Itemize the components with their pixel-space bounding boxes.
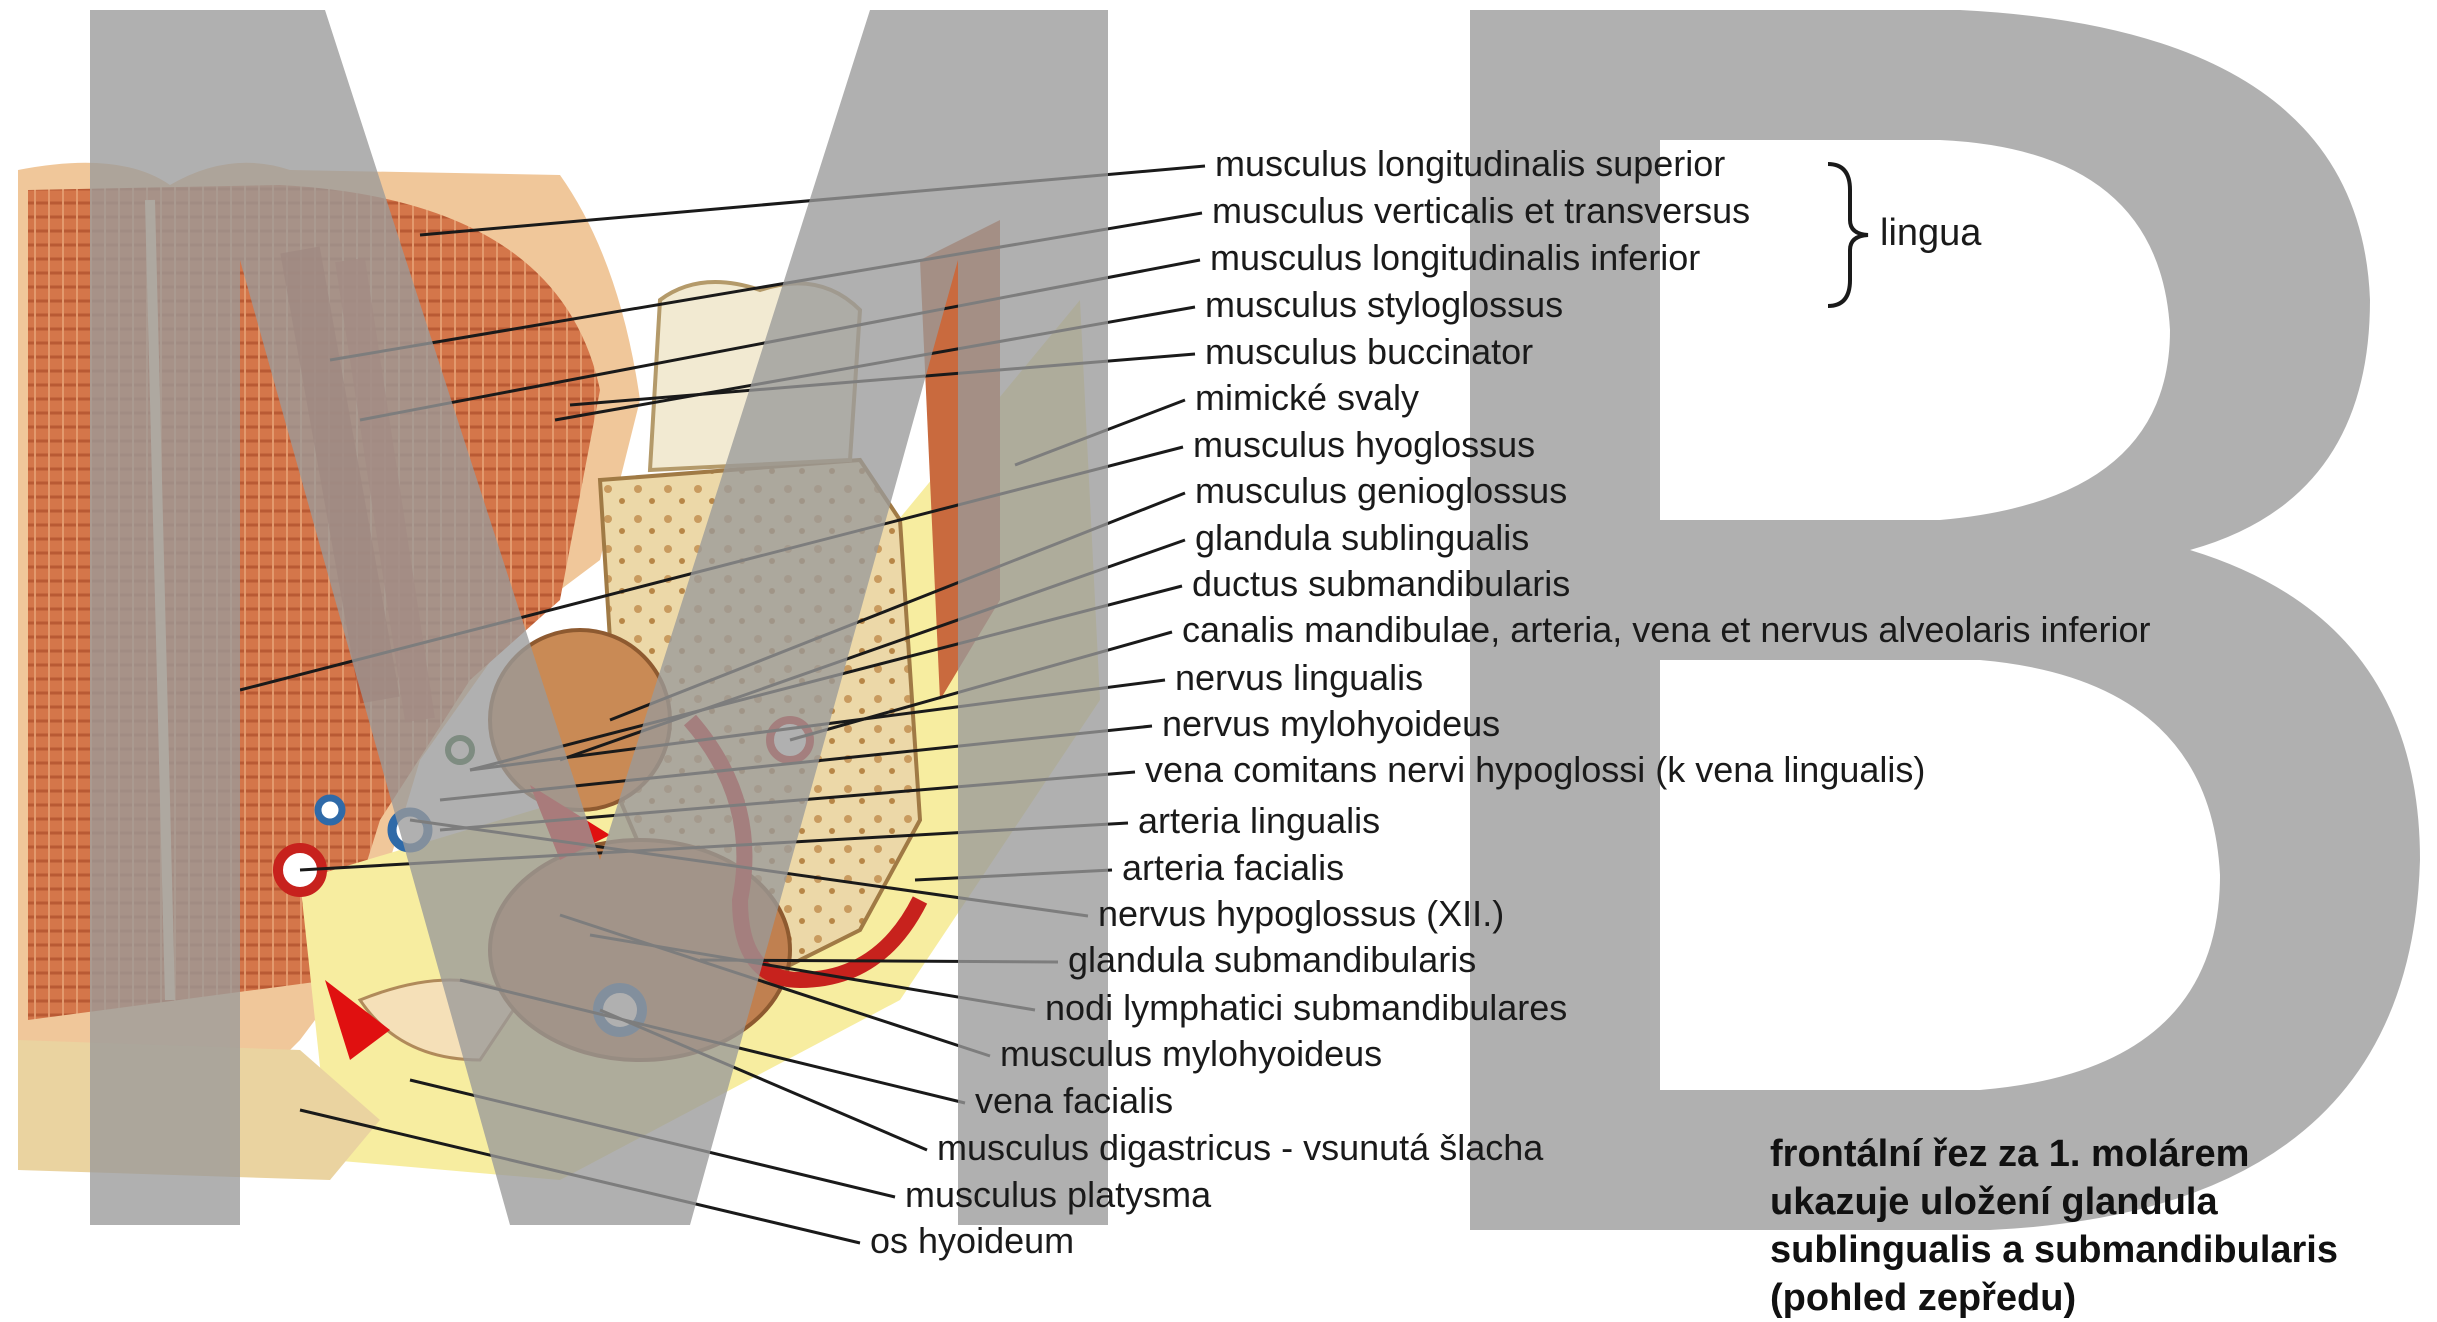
anatomy-label: musculus verticalis et transversus — [1212, 193, 1750, 229]
figure-caption: frontální řez za 1. molárem ukazuje ulož… — [1770, 1130, 2338, 1322]
anatomy-label: nodi lymphatici submandibulares — [1045, 990, 1567, 1026]
anatomy-label: vena facialis — [975, 1083, 1173, 1119]
anatomy-label: musculus longitudinalis inferior — [1210, 240, 1700, 276]
anatomy-label: musculus styloglossus — [1205, 287, 1563, 323]
anatomy-label: glandula submandibularis — [1068, 942, 1476, 978]
anatomy-label: canalis mandibulae, arteria, vena et ner… — [1182, 612, 2151, 648]
anatomy-label: mimické svaly — [1195, 380, 1419, 416]
caption-line: (pohled zepředu) — [1770, 1274, 2338, 1322]
anatomy-label: musculus buccinator — [1205, 334, 1533, 370]
anatomy-label: vena comitans nervi hypoglossi (k vena l… — [1145, 752, 1925, 788]
caption-line: frontální řez za 1. molárem — [1770, 1130, 2338, 1178]
anatomy-label: musculus genioglossus — [1195, 473, 1567, 509]
caption-line: ukazuje uložení glandula — [1770, 1178, 2338, 1226]
anatomy-label: musculus platysma — [905, 1177, 1211, 1213]
lingua-brace — [1820, 160, 1880, 310]
anatomy-label: nervus mylohyoideus — [1162, 706, 1500, 742]
anatomy-label: musculus mylohyoideus — [1000, 1036, 1382, 1072]
anatomy-label: musculus hyoglossus — [1193, 427, 1535, 463]
anatomy-label: nervus lingualis — [1175, 660, 1423, 696]
group-label-lingua: lingua — [1880, 212, 1981, 255]
anatomy-label: nervus hypoglossus (XII.) — [1098, 896, 1504, 932]
anatomy-label: arteria lingualis — [1138, 803, 1380, 839]
anatomy-label: musculus longitudinalis superior — [1215, 146, 1725, 182]
anatomy-label: glandula sublingualis — [1195, 520, 1529, 556]
anatomy-label: musculus digastricus - vsunutá šlacha — [937, 1130, 1543, 1166]
anatomy-label: ductus submandibularis — [1192, 566, 1570, 602]
caption-line: sublingualis a submandibularis — [1770, 1226, 2338, 1274]
anatomy-label: os hyoideum — [870, 1223, 1074, 1259]
anatomy-label: arteria facialis — [1122, 850, 1344, 886]
